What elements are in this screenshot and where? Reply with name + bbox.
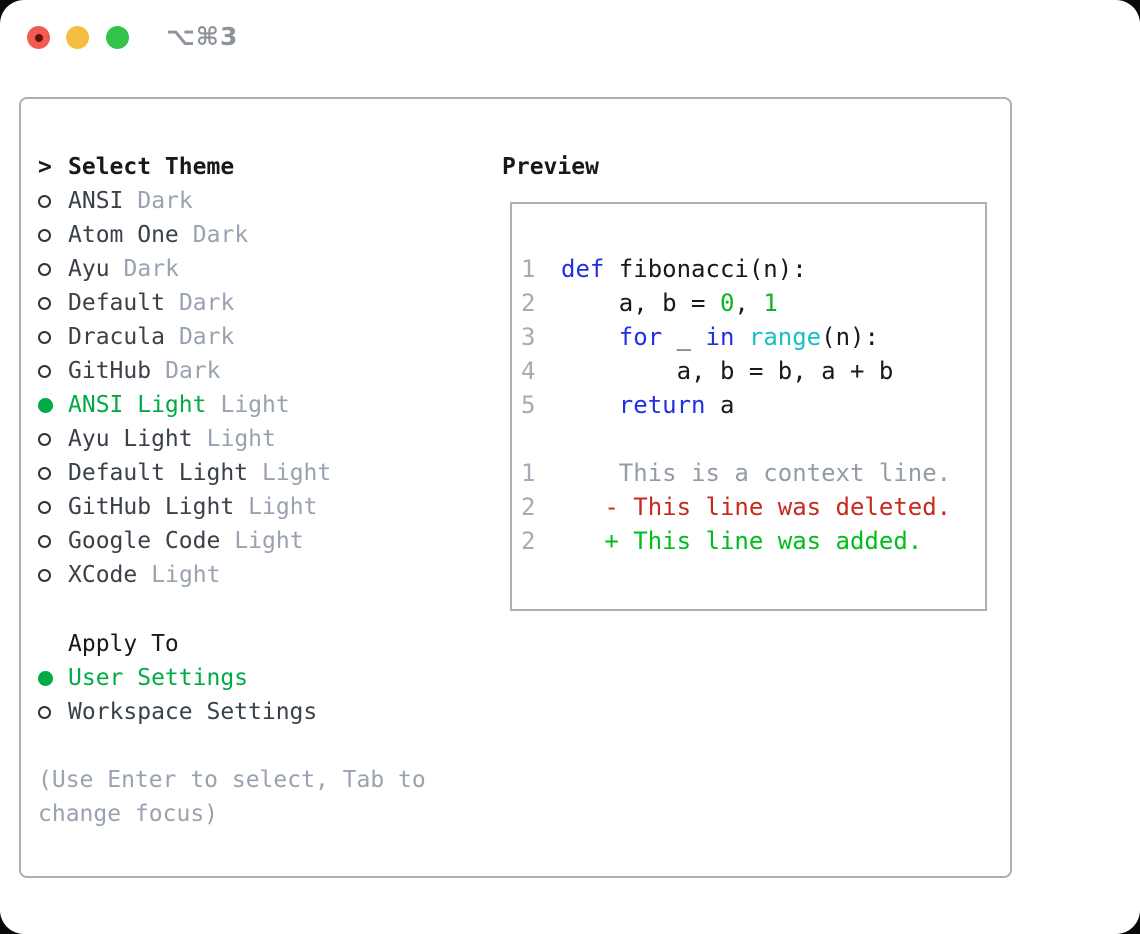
- theme-name: ANSI Light: [68, 392, 207, 418]
- line-number: 2: [521, 289, 536, 317]
- line-number: 1: [521, 459, 536, 487]
- theme-variant-tag: Light: [248, 494, 318, 520]
- theme-name: Ayu Light: [68, 426, 193, 452]
- radio-icon: [38, 228, 68, 242]
- radio-icon: [38, 500, 68, 514]
- line-number: 5: [521, 391, 536, 419]
- theme-option-github[interactable]: GitHub Dark: [38, 354, 331, 388]
- theme-variant-tag: Dark: [178, 324, 235, 350]
- zoom-button[interactable]: [106, 26, 129, 49]
- theme-variant-tag: Light: [220, 392, 290, 418]
- radio-icon: [38, 330, 68, 344]
- theme-option-ayu[interactable]: Ayu Dark: [38, 252, 331, 286]
- theme-variant-tag: Dark: [123, 256, 179, 282]
- apply-option-label: User Settings: [68, 665, 249, 691]
- theme-variant-tag: Dark: [192, 222, 249, 248]
- theme-option-xcode[interactable]: XCode Light: [38, 558, 331, 592]
- focus-caret-icon: >: [38, 154, 52, 180]
- theme-option-default-light[interactable]: Default Light Light: [38, 456, 331, 490]
- theme-name: Default Light: [68, 460, 249, 486]
- window-title: ⌥⌘3: [166, 22, 239, 51]
- theme-name: Dracula: [68, 324, 165, 350]
- radio-icon: [38, 194, 68, 208]
- radio-icon: [38, 296, 68, 310]
- radio-icon: [38, 534, 68, 548]
- titlebar: ⌥⌘3: [0, 0, 1140, 74]
- theme-option-atom-one[interactable]: Atom One Dark: [38, 218, 331, 252]
- theme-name: GitHub: [68, 358, 152, 384]
- theme-variant-tag: Dark: [165, 358, 221, 384]
- line-number: 4: [521, 357, 536, 385]
- theme-list-title: Select Theme: [68, 154, 235, 180]
- diff-line-context: 1 This is a context line.: [521, 459, 952, 487]
- minimize-button[interactable]: [66, 26, 89, 49]
- theme-name: Atom One: [68, 222, 179, 248]
- theme-name: Ayu: [68, 256, 110, 282]
- theme-variant-tag: Light: [206, 426, 276, 452]
- theme-name: GitHub Light: [68, 494, 235, 520]
- theme-option-ansi[interactable]: ANSI Dark: [38, 184, 331, 218]
- theme-option-ansi-light[interactable]: ANSI Light Light: [38, 388, 331, 422]
- theme-option-ayu-light[interactable]: Ayu Light Light: [38, 422, 331, 456]
- theme-name: Default: [68, 290, 165, 316]
- theme-variant-tag: Dark: [137, 188, 193, 214]
- apply-option-label: Workspace Settings: [68, 699, 318, 725]
- line-number: 1: [521, 255, 536, 283]
- preview-title: Preview: [502, 154, 599, 180]
- code-line: 2 a, b = 0, 1: [521, 289, 778, 317]
- theme-list-header: > Select Theme: [38, 150, 331, 184]
- radio-icon: [38, 568, 68, 582]
- radio-icon: [38, 705, 68, 719]
- line-number: 3: [521, 323, 536, 351]
- apply-option-user-settings[interactable]: User Settings: [38, 661, 317, 695]
- apply-to-header: Apply To: [38, 627, 317, 661]
- line-number: 2: [521, 493, 536, 521]
- theme-variant-tag: Dark: [178, 290, 235, 316]
- radio-icon: [38, 432, 68, 446]
- theme-option-dracula[interactable]: Dracula Dark: [38, 320, 331, 354]
- apply-to-label: Apply To: [68, 631, 179, 657]
- theme-option-github-light[interactable]: GitHub Light Light: [38, 490, 331, 524]
- theme-option-default[interactable]: Default Dark: [38, 286, 331, 320]
- line-number: 2: [521, 527, 536, 555]
- close-button[interactable]: [27, 26, 50, 49]
- radio-selected-icon: [38, 670, 68, 686]
- radio-icon: [38, 364, 68, 378]
- theme-name: XCode: [68, 562, 138, 588]
- apply-option-workspace-settings[interactable]: Workspace Settings: [38, 695, 317, 729]
- code-line: 4 a, b = b, a + b: [521, 357, 894, 385]
- theme-variant-tag: Light: [151, 562, 221, 588]
- theme-variant-tag: Light: [262, 460, 332, 486]
- code-line: 5 return a: [521, 391, 735, 419]
- radio-icon: [38, 466, 68, 480]
- radio-selected-icon: [38, 397, 68, 413]
- diff-line-deleted: 2 - This line was deleted.: [521, 493, 952, 521]
- radio-icon: [38, 262, 68, 276]
- theme-name: Google Code: [68, 528, 221, 554]
- theme-name: ANSI: [68, 188, 124, 214]
- theme-option-google-code[interactable]: Google Code Light: [38, 524, 331, 558]
- diff-line-added: 2 + This line was added.: [521, 527, 923, 555]
- code-line: 3 for _ in range(n):: [521, 323, 879, 351]
- theme-variant-tag: Light: [234, 528, 304, 554]
- keyboard-hint: (Use Enter to select, Tab to change focu…: [38, 767, 426, 827]
